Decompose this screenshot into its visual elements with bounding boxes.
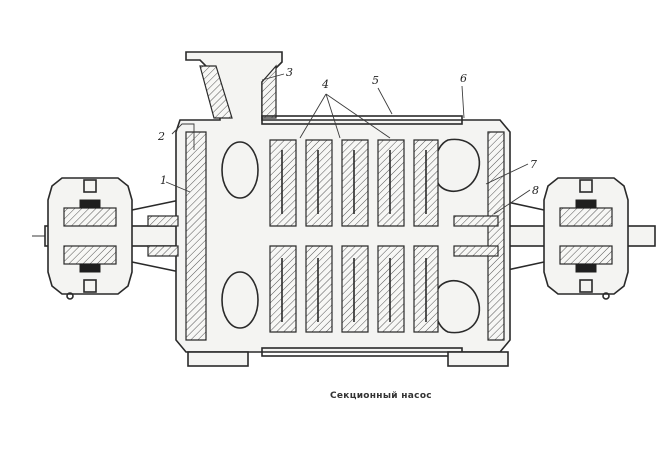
callout-6: 6: [460, 72, 467, 85]
right-bearing-housing: [497, 177, 629, 300]
left-bearing-housing: [47, 177, 181, 300]
callout-8: 8: [532, 184, 539, 197]
callout-1: 1: [160, 174, 167, 187]
callout-5: 5: [372, 74, 379, 87]
callout-leaders: [165, 73, 531, 215]
callout-4: 4: [321, 78, 329, 91]
shaft-seals: [147, 215, 499, 257]
callout-2: 2: [157, 130, 165, 143]
figure-caption: Секционный насос: [330, 391, 432, 401]
callout-7: 7: [530, 158, 537, 171]
impeller-stages: [269, 139, 439, 333]
base-feet: [187, 351, 509, 367]
callout-3: 3: [286, 66, 293, 79]
callout-labels: 1 2 3 4 5 6 7 8: [157, 66, 539, 197]
